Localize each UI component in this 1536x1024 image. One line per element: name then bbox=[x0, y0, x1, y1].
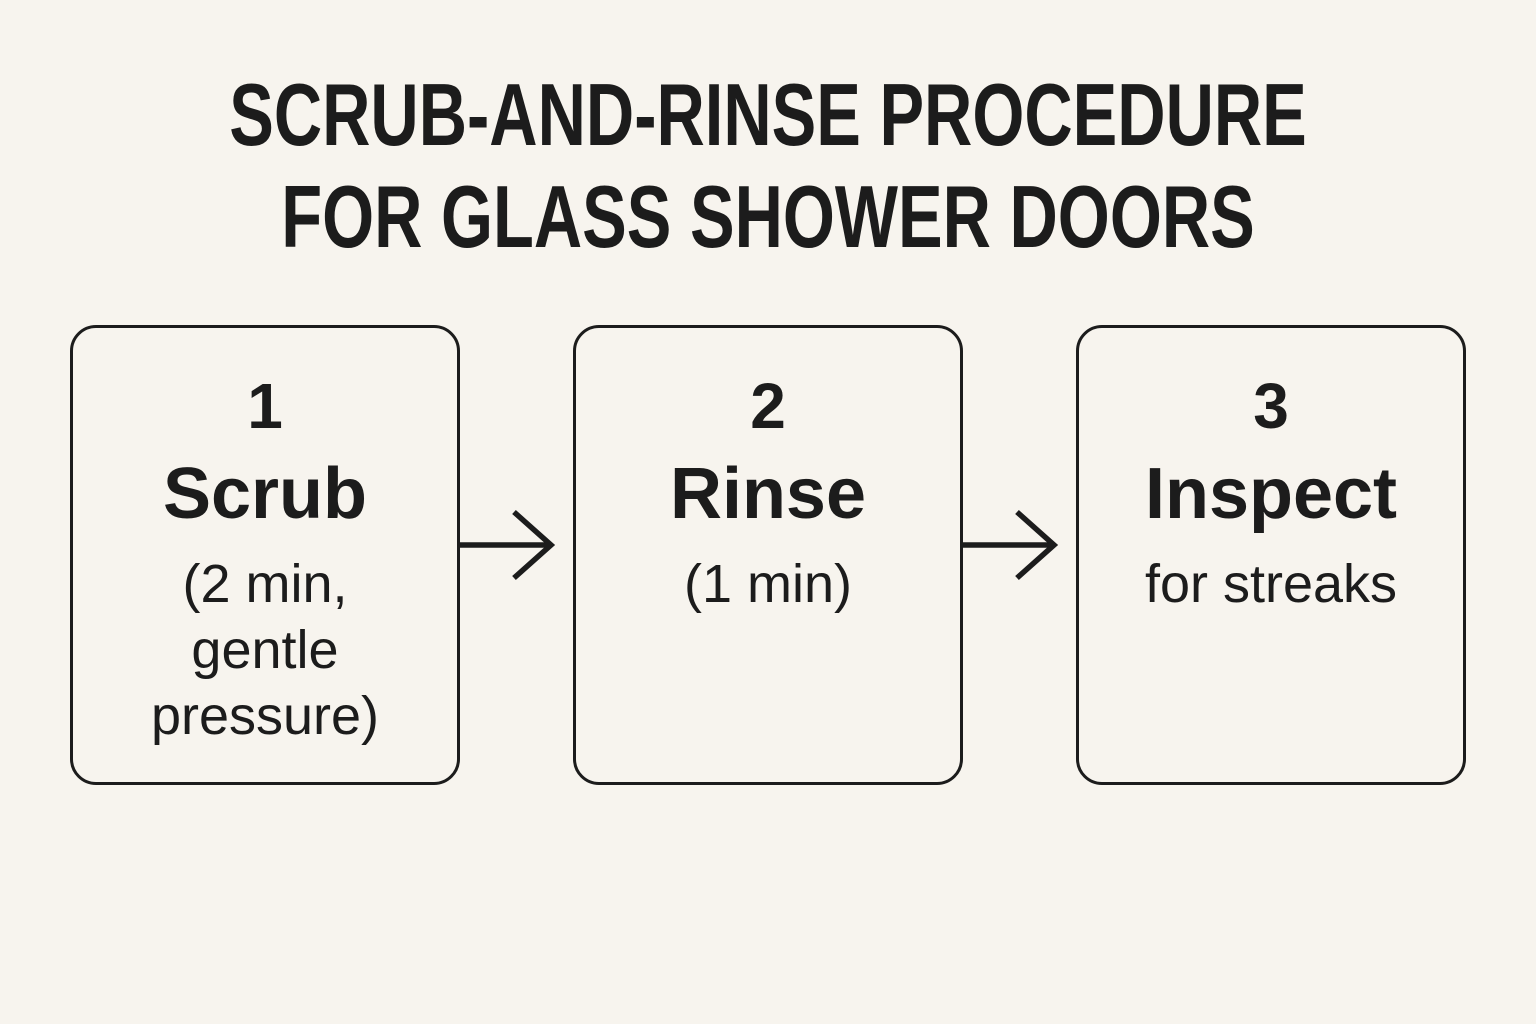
arrow-right-icon bbox=[460, 509, 556, 581]
step-detail: (1 min) bbox=[684, 552, 852, 618]
step-detail-line: pressure) bbox=[150, 685, 380, 746]
arrow-right-icon bbox=[963, 509, 1059, 581]
step-box-rinse: 2 Rinse (1 min) bbox=[573, 325, 963, 785]
page-title-line-1: SCRUB-AND-RINSE PROCEDURE bbox=[229, 65, 1307, 164]
arrow-cell bbox=[963, 325, 1076, 785]
step-detail: (2 min, gentle pressure) bbox=[151, 552, 379, 750]
arrow-cell bbox=[460, 325, 573, 785]
step-number: 1 bbox=[247, 370, 283, 442]
step-number: 3 bbox=[1253, 370, 1289, 442]
step-name: Scrub bbox=[162, 454, 368, 534]
step-name: Inspect bbox=[1144, 454, 1398, 534]
step-number: 2 bbox=[750, 370, 786, 442]
step-detail-line: (1 min) bbox=[683, 554, 852, 614]
step-detail-line: (2 min, bbox=[182, 554, 348, 614]
process-flow: 1 Scrub (2 min, gentle pressure) 2 Rinse… bbox=[70, 325, 1466, 785]
page-title-line-2: FOR GLASS SHOWER DOORS bbox=[281, 167, 1255, 267]
step-detail-line: gentle bbox=[191, 619, 339, 680]
step-box-scrub: 1 Scrub (2 min, gentle pressure) bbox=[70, 325, 460, 785]
step-name: Rinse bbox=[669, 454, 867, 534]
page-title: SCRUB-AND-RINSE PROCEDURE FOR GLASS SHOW… bbox=[0, 64, 1536, 268]
step-box-inspect: 3 Inspect for streaks bbox=[1076, 325, 1466, 785]
step-detail-line: for streaks bbox=[1144, 554, 1398, 614]
step-detail: for streaks bbox=[1145, 552, 1397, 618]
